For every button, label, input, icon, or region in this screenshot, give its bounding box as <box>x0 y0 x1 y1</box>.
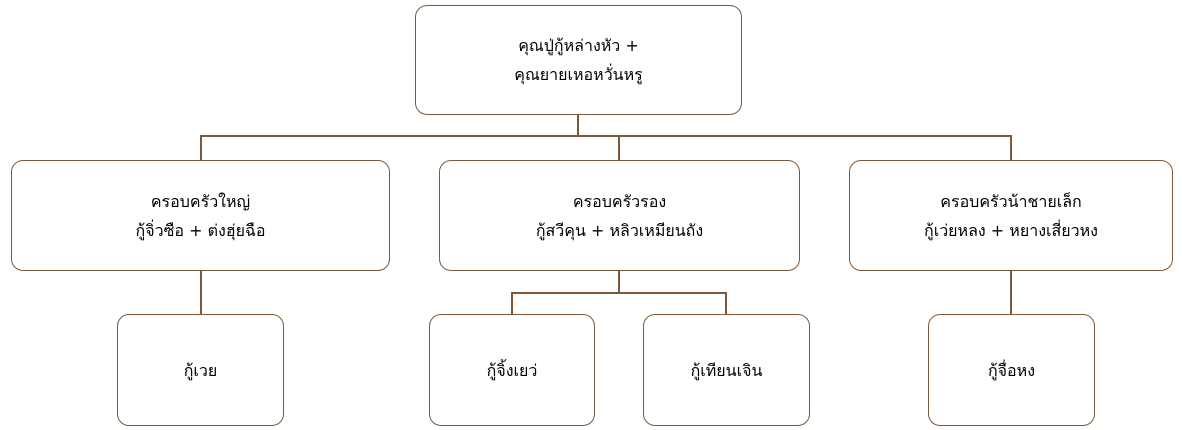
root-line1: คุณปู่กู้หล่างหัว + <box>518 36 639 55</box>
connector-family2-stem <box>618 135 620 161</box>
child-name: กู้เวย <box>183 360 218 380</box>
connector-family3-stem <box>1010 135 1012 161</box>
family-node-youngest-uncle: ครอบครัวน้าชายเล็ก กู้เว่ยหลง + หยางเสี่… <box>849 160 1173 271</box>
connector-level1-bar <box>200 135 1011 137</box>
child-node-gu-wei: กู้เวย <box>117 314 284 426</box>
family-eldest-couple: กู้จิ่วซือ + ต่งฮุ่ยฉือ <box>135 220 266 240</box>
connector-family2-bar <box>511 292 726 294</box>
child-name: กู้เทียนเจิน <box>690 360 763 380</box>
child-node-gu-tianzhen: กู้เทียนเจิน <box>643 314 810 426</box>
connector-family2-child1 <box>511 292 513 315</box>
root-line2: คุณยายเหอหวั่นหรู <box>514 65 643 84</box>
family-node-eldest: ครอบครัวใหญ่ กู้จิ่วซือ + ต่งฮุ่ยฉือ <box>11 160 390 271</box>
family-youngest-title: ครอบครัวน้าชายเล็ก <box>940 191 1082 211</box>
child-name: กู้จื่อหง <box>987 360 1036 380</box>
connector-family2-child2 <box>725 292 727 315</box>
family-youngest-couple: กู้เว่ยหลง + หยางเสี่ยวหง <box>924 220 1098 240</box>
family-second-title: ครอบครัวรอง <box>572 191 667 211</box>
connector-family1-stem <box>200 135 202 161</box>
family-second-couple: กู้สวีคุน + หลิวเหมียนถัง <box>535 220 704 240</box>
connector-family1-child <box>200 270 202 315</box>
child-node-gu-jingyue: กู้จิ้งเยว่ <box>429 314 595 426</box>
child-node-gu-zihong: กู้จื่อหง <box>928 314 1095 426</box>
connector-root-stem <box>577 115 579 136</box>
connector-family2-down <box>618 270 620 293</box>
child-name: กู้จิ้งเยว่ <box>486 360 538 380</box>
family-node-second: ครอบครัวรอง กู้สวีคุน + หลิวเหมียนถัง <box>439 160 800 271</box>
connector-family3-child <box>1010 270 1012 315</box>
family-eldest-title: ครอบครัวใหญ่ <box>150 191 251 211</box>
root-grandparents-node: คุณปู่กู้หล่างหัว + คุณยายเหอหวั่นหรู <box>415 5 742 115</box>
